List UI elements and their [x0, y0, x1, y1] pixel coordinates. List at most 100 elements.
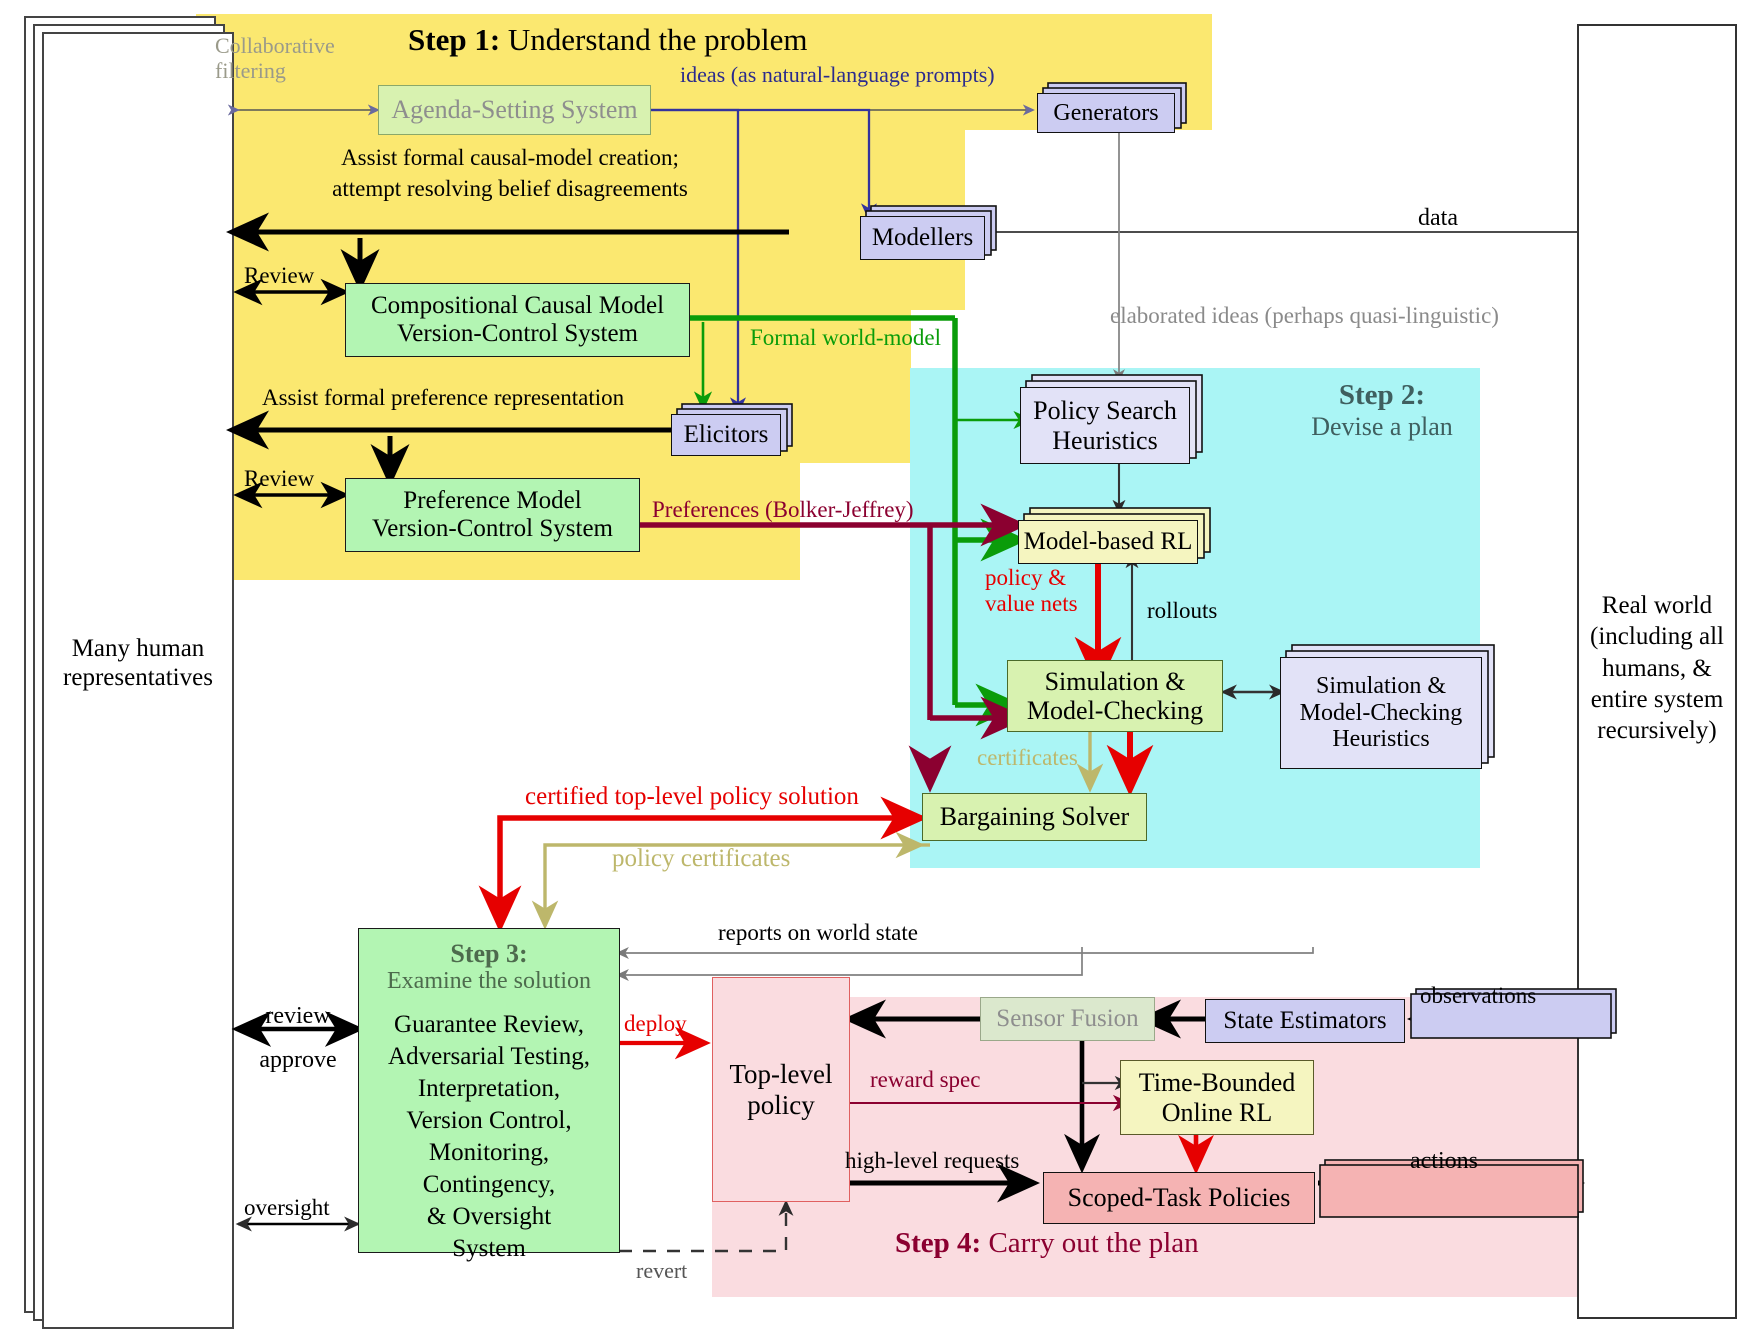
actions-text: actions — [1410, 1148, 1478, 1174]
step3-body: Guarantee Review, Adversarial Testing, I… — [388, 1009, 590, 1265]
pvn-line2: value nets — [985, 591, 1078, 617]
node-top-level-policy[interactable]: Top-level policy — [712, 977, 850, 1202]
node-state-estimators[interactable]: State Estimators — [1205, 999, 1405, 1043]
edge-assist-preference — [225, 410, 672, 488]
ideas-prompts-text: ideas (as natural-language prompts) — [680, 62, 995, 87]
tlp-line2: policy — [747, 1089, 815, 1120]
edge-policy-certificates — [531, 831, 930, 930]
step3-bold: Step 3: — [450, 939, 528, 968]
real-world-line4: entire system — [1590, 685, 1724, 713]
node-sensor-fusion[interactable]: Sensor Fusion — [980, 997, 1155, 1041]
node-model-based-rl[interactable]: Model-based RL — [1018, 520, 1198, 564]
step4-region — [712, 997, 1580, 1297]
collab-line2: filtering — [215, 58, 286, 84]
step3-body-1: Guarantee Review, — [394, 1010, 584, 1038]
label-reward-spec: reward spec — [870, 1067, 980, 1093]
node-modellers[interactable]: Modellers — [860, 216, 985, 260]
label-oversight: oversight — [244, 1195, 330, 1221]
psh-line1: Policy Search — [1033, 396, 1177, 426]
step3-body-5: Monitoring, — [428, 1138, 550, 1166]
high-level-requests-text: high-level requests — [845, 1148, 1020, 1173]
node-time-bounded-online-rl[interactable]: Time-Bounded Online RL — [1120, 1060, 1314, 1135]
review-approve-2: approve — [259, 1046, 337, 1073]
node-simulation-model-checking-heuristics[interactable]: Simulation & Model-Checking Heuristics — [1280, 657, 1482, 769]
label-actions: actions — [1410, 1148, 1478, 1176]
agenda-setting-label: Agenda-Setting System — [391, 95, 638, 125]
preferences-bj-text: Preferences (Bolker-Jeffrey) — [652, 497, 914, 522]
label-review-approve: review approve — [236, 1003, 360, 1074]
step3-body-7: & Oversight — [426, 1202, 552, 1230]
label-formal-world-model: Formal world-model — [750, 325, 941, 351]
simheur-line3: Heuristics — [1332, 726, 1430, 753]
certificates-text: certificates — [977, 745, 1078, 770]
deploy-text: deploy — [624, 1011, 687, 1036]
modellers-label: Modellers — [871, 224, 974, 251]
psh-line2: Heuristics — [1052, 425, 1158, 455]
label-assist-preference: Assist formal preference representation — [262, 385, 624, 411]
pref-line2: Version-Control System — [372, 515, 613, 542]
oversight-text: oversight — [244, 1195, 330, 1220]
edge-reports-world-state — [615, 947, 1314, 981]
policy-certificates-text: policy certificates — [612, 845, 791, 872]
tbrl-line1: Time-Bounded — [1138, 1068, 1296, 1098]
step3-subheading: Examine the solution — [387, 968, 591, 995]
label-certificates: certificates — [977, 745, 1078, 771]
human-representatives-label: Many human representatives — [43, 635, 233, 693]
edge-revert — [619, 1199, 794, 1253]
node-policy-search-heuristics[interactable]: Policy Search Heuristics — [1020, 387, 1190, 464]
sensor-fusion-label: Sensor Fusion — [996, 1005, 1139, 1032]
rollouts-text: rollouts — [1147, 598, 1218, 623]
step4-title: Step 4: Carry out the plan — [895, 1227, 1199, 1260]
step3-body-2: Adversarial Testing, — [388, 1042, 590, 1070]
review-approve-1: review — [265, 1003, 331, 1029]
label-collaborative-filtering: Collaborative filtering — [215, 33, 355, 84]
bargaining-label: Bargaining Solver — [939, 802, 1130, 832]
label-reports-world-state: reports on world state — [718, 920, 918, 946]
assist-causal-2: attempt resolving belief disagreements — [332, 176, 688, 202]
label-policy-certificates: policy certificates — [612, 845, 790, 874]
step3-body-4: Version Control, — [406, 1106, 572, 1134]
reports-world-state-text: reports on world state — [718, 920, 918, 945]
sim-line1: Simulation & — [1044, 666, 1186, 696]
observations-text: observations — [1420, 983, 1537, 1008]
edge-agenda-to-modellers — [651, 108, 878, 221]
human-reps-line2: representatives — [63, 663, 213, 691]
step1-bold: Step 1: — [408, 22, 501, 57]
step1-rest: Understand the problem — [500, 22, 808, 57]
real-world-box — [1577, 24, 1737, 1319]
node-bargaining-solver[interactable]: Bargaining Solver — [922, 793, 1147, 841]
step2-title: Step 2: Devise a plan — [1262, 379, 1502, 442]
elaborated-ideas-text: elaborated ideas (perhaps quasi-linguist… — [1110, 303, 1499, 328]
edge-certificates — [1076, 731, 1154, 797]
node-generators[interactable]: Generators — [1037, 93, 1175, 133]
label-assist-causal: Assist formal causal-model creation; att… — [300, 145, 720, 203]
certified-solution-text: certified top-level policy solution — [525, 783, 859, 810]
pvn-line1: policy & — [985, 565, 1067, 590]
edge-preferences-bolker-jeffrey — [640, 503, 1028, 793]
node-compositional-causal-model-vcs[interactable]: Compositional Causal Model Version-Contr… — [345, 283, 690, 357]
step3-body-3: Interpretation, — [417, 1074, 561, 1102]
node-simulation-model-checking[interactable]: Simulation & Model-Checking — [1007, 660, 1223, 732]
review-bottom-text: Review — [244, 466, 315, 491]
label-deploy: deploy — [624, 1011, 687, 1037]
step3-rest: Examine the solution — [387, 968, 591, 995]
ccm-line1: Compositional Causal Model — [370, 292, 665, 319]
sim-line2: Model-Checking — [1026, 696, 1204, 725]
node-scoped-task-policies[interactable]: Scoped-Task Policies — [1043, 1172, 1315, 1224]
node-preference-model-vcs[interactable]: Preference Model Version-Control System — [345, 478, 640, 552]
ccm-line2: Version-Control System — [397, 320, 638, 347]
step3-heading: Step 3: — [450, 939, 527, 968]
node-step3-box[interactable]: Step 3: Examine the solution Guarantee R… — [358, 928, 620, 1262]
label-certified-solution: certified top-level policy solution — [525, 783, 859, 812]
label-ideas-prompts: ideas (as natural-language prompts) — [680, 62, 995, 87]
assist-causal-1: Assist formal causal-model creation; — [341, 145, 679, 170]
collab-line1: Collaborative — [215, 33, 335, 58]
label-review-top: Review — [244, 263, 314, 289]
elicitors-label: Elicitors — [683, 421, 769, 448]
tbrl-line2: Online RL — [1161, 1097, 1273, 1127]
node-elicitors[interactable]: Elicitors — [671, 414, 781, 456]
label-preferences-bolker-jeffrey: Preferences (Bolker-Jeffrey) — [652, 497, 914, 523]
node-agenda-setting-system[interactable]: Agenda-Setting System — [378, 85, 651, 135]
